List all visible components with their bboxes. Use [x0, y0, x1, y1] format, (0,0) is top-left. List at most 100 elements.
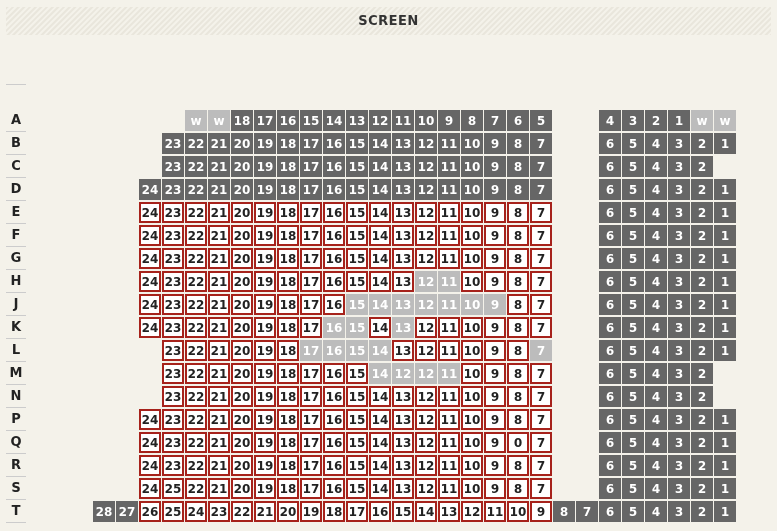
seat-j-21[interactable]: 21	[208, 294, 230, 315]
seat-p-14[interactable]: 14	[369, 409, 391, 430]
seat-h-17[interactable]: 17	[300, 271, 322, 292]
seat-s-10[interactable]: 10	[461, 478, 483, 499]
seat-q-15[interactable]: 15	[346, 432, 368, 453]
seat-k-19[interactable]: 19	[254, 317, 276, 338]
seat-j-24[interactable]: 24	[139, 294, 161, 315]
seat-h-7[interactable]: 7	[530, 271, 552, 292]
seat-l-10[interactable]: 10	[461, 340, 483, 361]
seat-g-9[interactable]: 9	[484, 248, 506, 269]
seat-p-8[interactable]: 8	[507, 409, 529, 430]
seat-s-24[interactable]: 24	[139, 478, 161, 499]
seat-p-15[interactable]: 15	[346, 409, 368, 430]
seat-j-8[interactable]: 8	[507, 294, 529, 315]
seat-f-13[interactable]: 13	[392, 225, 414, 246]
seat-s-7[interactable]: 7	[530, 478, 552, 499]
seat-t-9[interactable]: 9	[530, 501, 552, 522]
seat-q-13[interactable]: 13	[392, 432, 414, 453]
seat-f-24[interactable]: 24	[139, 225, 161, 246]
seat-t-21[interactable]: 21	[254, 501, 276, 522]
seat-g-15[interactable]: 15	[346, 248, 368, 269]
seat-p-18[interactable]: 18	[277, 409, 299, 430]
seat-s-18[interactable]: 18	[277, 478, 299, 499]
seat-l-8[interactable]: 8	[507, 340, 529, 361]
seat-m-23[interactable]: 23	[162, 363, 184, 384]
seat-g-21[interactable]: 21	[208, 248, 230, 269]
seat-n-14[interactable]: 14	[369, 386, 391, 407]
seat-n-18[interactable]: 18	[277, 386, 299, 407]
seat-e-8[interactable]: 8	[507, 202, 529, 223]
seat-m-18[interactable]: 18	[277, 363, 299, 384]
seat-k-8[interactable]: 8	[507, 317, 529, 338]
seat-m-8[interactable]: 8	[507, 363, 529, 384]
seat-q-14[interactable]: 14	[369, 432, 391, 453]
seat-g-12[interactable]: 12	[415, 248, 437, 269]
seat-h-16[interactable]: 16	[323, 271, 345, 292]
seat-f-16[interactable]: 16	[323, 225, 345, 246]
seat-e-14[interactable]: 14	[369, 202, 391, 223]
seat-q-16[interactable]: 16	[323, 432, 345, 453]
seat-e-24[interactable]: 24	[139, 202, 161, 223]
seat-m-15[interactable]: 15	[346, 363, 368, 384]
seat-h-9[interactable]: 9	[484, 271, 506, 292]
seat-n-9[interactable]: 9	[484, 386, 506, 407]
seat-e-21[interactable]: 21	[208, 202, 230, 223]
seat-s-11[interactable]: 11	[438, 478, 460, 499]
seat-m-17[interactable]: 17	[300, 363, 322, 384]
seat-m-22[interactable]: 22	[185, 363, 207, 384]
seat-r-24[interactable]: 24	[139, 455, 161, 476]
seat-e-7[interactable]: 7	[530, 202, 552, 223]
seat-t-18[interactable]: 18	[323, 501, 345, 522]
seat-n-13[interactable]: 13	[392, 386, 414, 407]
seat-e-9[interactable]: 9	[484, 202, 506, 223]
seat-t-22[interactable]: 22	[231, 501, 253, 522]
seat-p-17[interactable]: 17	[300, 409, 322, 430]
seat-t-13[interactable]: 13	[438, 501, 460, 522]
seat-k-21[interactable]: 21	[208, 317, 230, 338]
seat-r-15[interactable]: 15	[346, 455, 368, 476]
seat-e-18[interactable]: 18	[277, 202, 299, 223]
seat-l-11[interactable]: 11	[438, 340, 460, 361]
seat-h-22[interactable]: 22	[185, 271, 207, 292]
seat-m-16[interactable]: 16	[323, 363, 345, 384]
seat-k-23[interactable]: 23	[162, 317, 184, 338]
seat-m-9[interactable]: 9	[484, 363, 506, 384]
seat-t-24[interactable]: 24	[185, 501, 207, 522]
seat-f-7[interactable]: 7	[530, 225, 552, 246]
seat-g-16[interactable]: 16	[323, 248, 345, 269]
seat-t-14[interactable]: 14	[415, 501, 437, 522]
seat-s-22[interactable]: 22	[185, 478, 207, 499]
seat-t-11[interactable]: 11	[484, 501, 506, 522]
seat-g-22[interactable]: 22	[185, 248, 207, 269]
seat-n-15[interactable]: 15	[346, 386, 368, 407]
seat-l-22[interactable]: 22	[185, 340, 207, 361]
seat-s-16[interactable]: 16	[323, 478, 345, 499]
seat-p-16[interactable]: 16	[323, 409, 345, 430]
seat-n-12[interactable]: 12	[415, 386, 437, 407]
seat-k-14[interactable]: 14	[369, 317, 391, 338]
seat-p-21[interactable]: 21	[208, 409, 230, 430]
seat-e-16[interactable]: 16	[323, 202, 345, 223]
seat-g-11[interactable]: 11	[438, 248, 460, 269]
seat-f-12[interactable]: 12	[415, 225, 437, 246]
seat-e-17[interactable]: 17	[300, 202, 322, 223]
seat-s-14[interactable]: 14	[369, 478, 391, 499]
seat-e-23[interactable]: 23	[162, 202, 184, 223]
seat-k-22[interactable]: 22	[185, 317, 207, 338]
seat-p-12[interactable]: 12	[415, 409, 437, 430]
seat-e-15[interactable]: 15	[346, 202, 368, 223]
seat-q-0[interactable]: 0	[507, 432, 529, 453]
seat-n-19[interactable]: 19	[254, 386, 276, 407]
seat-p-19[interactable]: 19	[254, 409, 276, 430]
seat-l-12[interactable]: 12	[415, 340, 437, 361]
seat-t-26[interactable]: 26	[139, 501, 161, 522]
seat-h-24[interactable]: 24	[139, 271, 161, 292]
seat-t-20[interactable]: 20	[277, 501, 299, 522]
seat-s-12[interactable]: 12	[415, 478, 437, 499]
seat-f-20[interactable]: 20	[231, 225, 253, 246]
seat-e-19[interactable]: 19	[254, 202, 276, 223]
seat-p-23[interactable]: 23	[162, 409, 184, 430]
seat-s-21[interactable]: 21	[208, 478, 230, 499]
seat-t-15[interactable]: 15	[392, 501, 414, 522]
seat-j-22[interactable]: 22	[185, 294, 207, 315]
seat-g-20[interactable]: 20	[231, 248, 253, 269]
